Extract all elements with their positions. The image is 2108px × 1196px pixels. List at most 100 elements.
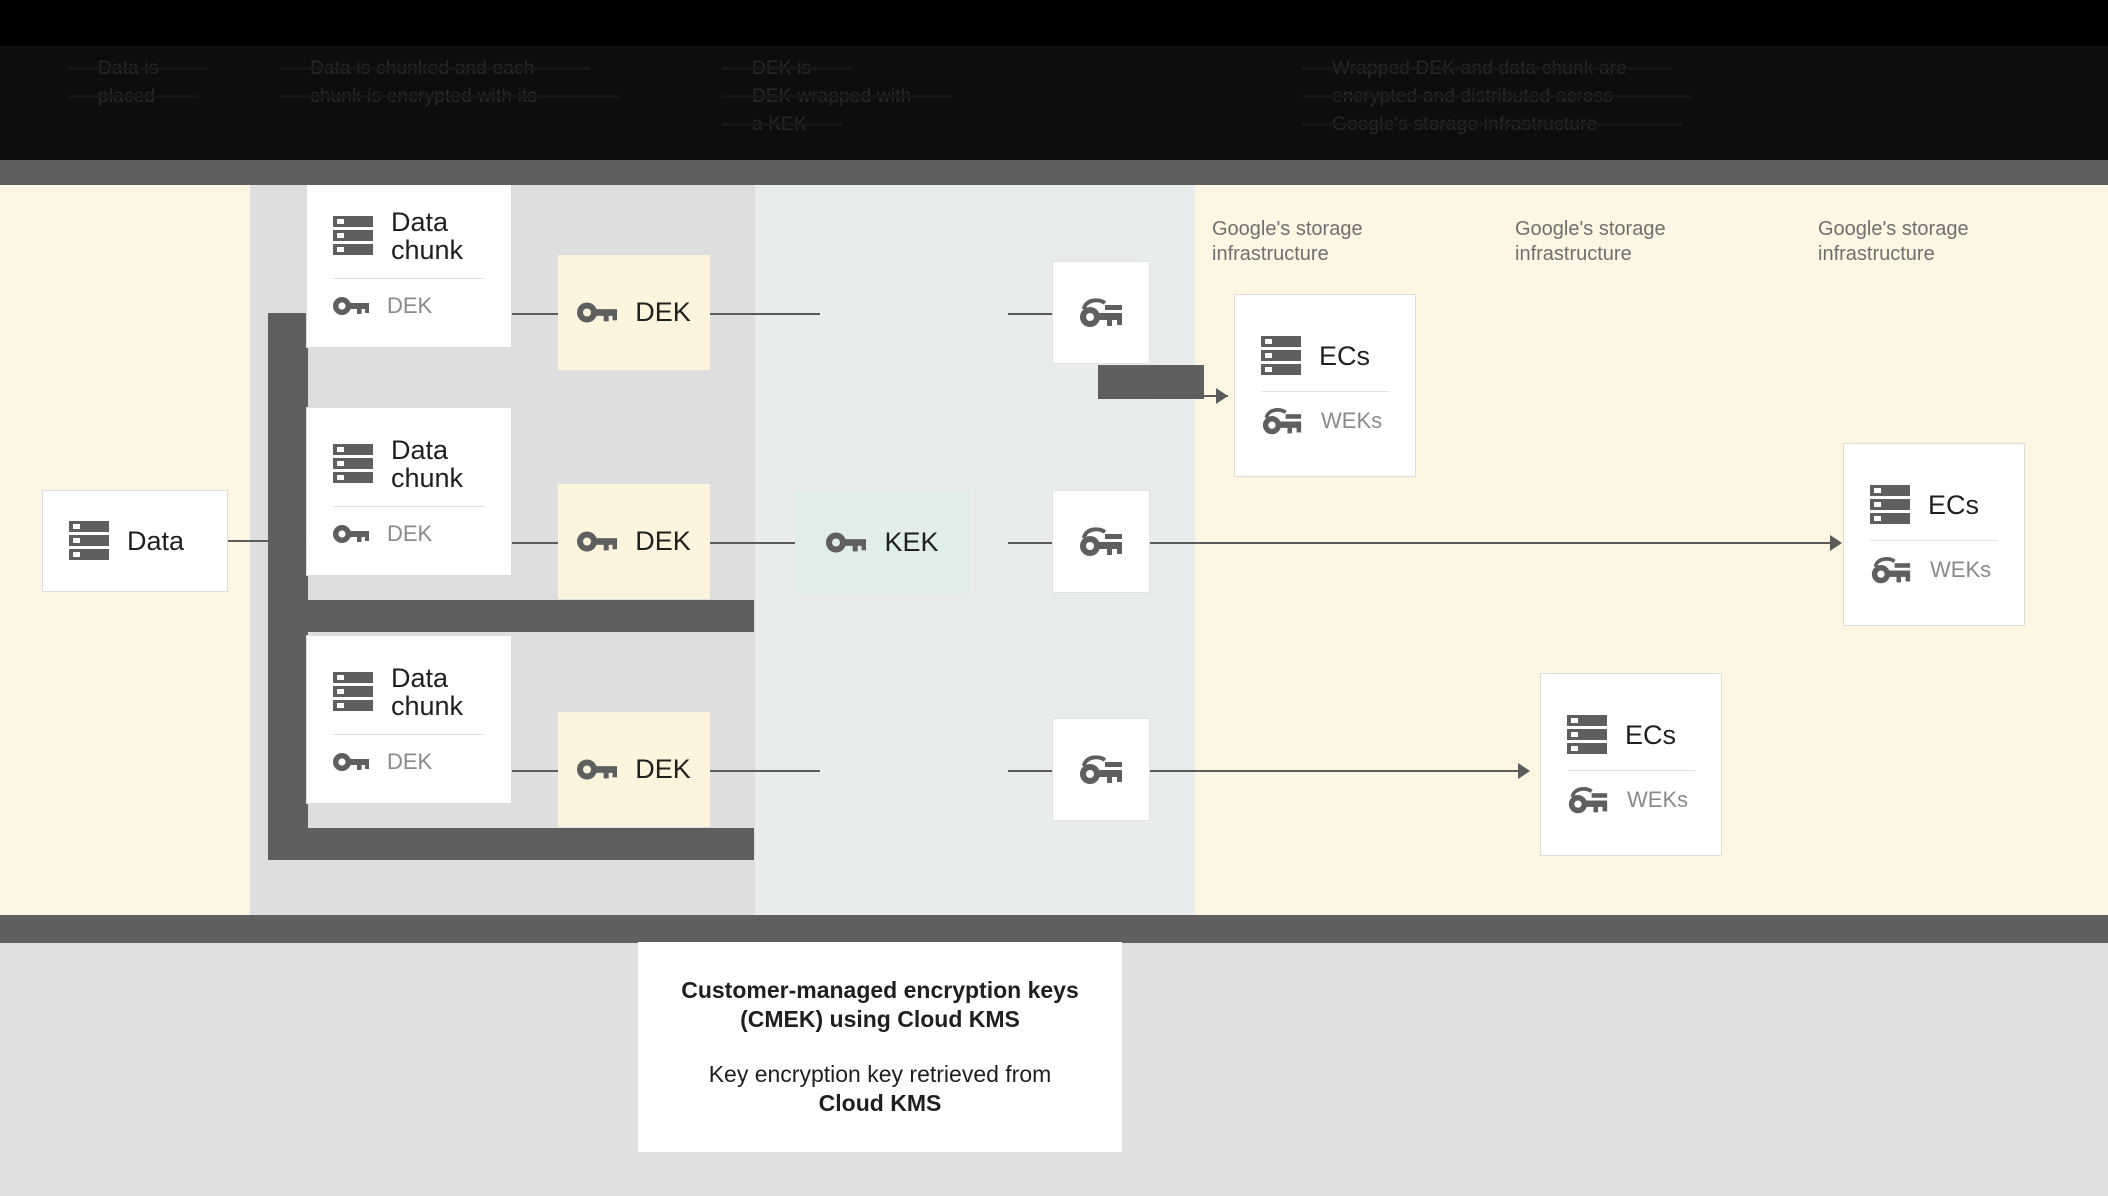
wire-wek2-to-ecs2 <box>1150 542 1840 544</box>
card-ecs-1[interactable]: ECs WEKs <box>1234 294 1416 477</box>
header-obscure-strike-2 <box>68 95 198 98</box>
wrapped-key-icon <box>1078 753 1124 787</box>
wrapped-key-icon <box>1870 555 1912 586</box>
server-icon <box>69 520 109 562</box>
wire-dek3-to-kek <box>710 770 820 772</box>
grouping-bar-row-1 <box>268 600 754 632</box>
server-icon <box>333 671 373 713</box>
grouping-bar-vertical <box>268 313 308 833</box>
card-ecs-2-key-label: WEKs <box>1930 557 1992 582</box>
wrapped-key-icon <box>1261 406 1303 437</box>
card-data-chunk-3[interactable]: Data chunk DEK <box>306 635 512 804</box>
card-ecs-1-title: ECs <box>1319 340 1371 371</box>
card-ecs-3-key-label: WEKs <box>1627 787 1689 812</box>
keychip-wrapped-key-1[interactable] <box>1052 261 1150 364</box>
wrapped-key-icon <box>1567 785 1609 816</box>
card-chunk-3-key-row: DEK <box>307 749 511 775</box>
card-ecs-3-key-row: WEKs <box>1541 785 1721 816</box>
card-data-chunk-1[interactable]: Data chunk DEK <box>306 185 512 348</box>
server-icon <box>1870 484 1910 526</box>
key-icon <box>333 522 369 546</box>
card-data-source-title: Data <box>127 526 185 556</box>
arrow-head-ecs1 <box>1216 388 1228 404</box>
card-data-chunk-2[interactable]: Data chunk DEK <box>306 407 512 576</box>
card-data-source-row: Data <box>43 520 227 562</box>
key-icon <box>333 750 369 774</box>
wire-kek-to-wek2 <box>1008 542 1052 544</box>
arrow-head-ecs3 <box>1518 763 1530 779</box>
keybox-dek-3[interactable]: DEK <box>558 712 710 827</box>
wire-kek-to-wek3 <box>1008 770 1052 772</box>
header-top-black-bar <box>0 0 2108 46</box>
key-icon <box>577 756 618 783</box>
arrow-head-ecs2 <box>1830 535 1842 551</box>
card-ecs-2[interactable]: ECs WEKs <box>1843 443 2025 626</box>
card-chunk-3-divider <box>333 734 485 735</box>
highlight-mask-top <box>1098 365 1204 399</box>
keybox-dek-1[interactable]: DEK <box>558 255 710 370</box>
keybox-dek-2[interactable]: DEK <box>558 484 710 599</box>
diagram-canvas: Data Data chunk <box>0 185 2108 915</box>
card-ecs-1-key-row: WEKs <box>1235 406 1415 437</box>
header-obscure-strike-8 <box>1302 67 1672 70</box>
card-ecs-1-key-label: WEKs <box>1321 408 1383 433</box>
card-chunk-1-divider <box>333 278 485 279</box>
card-chunk-2-key-row: DEK <box>307 521 511 547</box>
card-chunk-1-key-label: DEK <box>387 293 433 318</box>
header-separator-bar <box>0 160 2108 185</box>
card-chunk-3-title: Data chunk <box>391 663 464 721</box>
header-obscure-strike-1 <box>68 67 208 70</box>
card-ecs-2-key-row: WEKs <box>1844 555 2024 586</box>
header-obscure-strike-9 <box>1302 95 1692 98</box>
card-ecs-2-title: ECs <box>1928 489 1980 520</box>
card-data-source[interactable]: Data <box>42 490 228 592</box>
header-obscure-strike-7 <box>722 123 842 126</box>
card-ecs-1-row: ECs <box>1235 335 1415 377</box>
card-ecs-2-divider <box>1870 539 1998 541</box>
keychip-wrapped-key-3[interactable] <box>1052 718 1150 821</box>
header-obscure-strike-3 <box>280 67 590 70</box>
caption-body-prefix: Key encryption key retrieved from <box>708 1061 1052 1087</box>
header-obscured-line-4: chunk is encrypted with its <box>310 86 538 107</box>
header-obscure-strike-6 <box>722 95 952 98</box>
keychip-wrapped-key-2[interactable] <box>1052 490 1150 593</box>
card-chunk-2-key-label: DEK <box>387 521 433 546</box>
card-chunk-2-row: Data chunk <box>307 436 511 492</box>
footer-separator-bar <box>0 915 2108 943</box>
card-ecs-3-row: ECs <box>1541 714 1721 756</box>
caption-box: Customer-managed encryption keys (CMEK) … <box>638 942 1122 1152</box>
wire-kek-to-wek1 <box>1008 313 1052 315</box>
keybox-kek-label: KEK <box>884 526 939 557</box>
wrapped-key-icon <box>1078 296 1124 330</box>
caption-title: Customer-managed encryption keys (CMEK) … <box>681 977 1079 1032</box>
wire-data-to-bar <box>228 540 306 542</box>
caption-body-strong: Cloud KMS <box>818 1090 942 1116</box>
server-icon <box>333 443 373 485</box>
wrapped-key-icon <box>1078 525 1124 559</box>
storage-label-2: Google's storage infrastructure <box>1515 218 1666 265</box>
card-chunk-1-title: Data chunk <box>391 207 464 265</box>
header-obscure-strike-10 <box>1302 123 1682 126</box>
key-icon <box>826 529 867 556</box>
storage-label-3: Google's storage infrastructure <box>1818 218 1969 265</box>
header-obscure-strike-4 <box>280 95 620 98</box>
server-icon <box>333 215 373 257</box>
wire-wek3-to-ecs3 <box>1150 770 1528 772</box>
server-icon <box>1261 335 1301 377</box>
key-icon <box>577 299 618 326</box>
server-icon <box>1567 714 1607 756</box>
storage-label-1: Google's storage infrastructure <box>1212 218 1363 265</box>
card-ecs-1-divider <box>1261 390 1389 392</box>
card-chunk-1-key-row: DEK <box>307 293 511 319</box>
card-chunk-2-divider <box>333 506 485 507</box>
key-icon <box>333 294 369 318</box>
keybox-dek-1-label: DEK <box>635 297 691 327</box>
keybox-kek[interactable]: KEK <box>795 491 970 593</box>
card-chunk-1-row: Data chunk <box>307 208 511 264</box>
card-ecs-3[interactable]: ECs WEKs <box>1540 673 1722 856</box>
caption-body: Key encryption key retrieved from Cloud … <box>709 1060 1052 1118</box>
header-obscure-strike-5 <box>722 67 852 70</box>
keybox-dek-2-label: DEK <box>635 526 691 556</box>
